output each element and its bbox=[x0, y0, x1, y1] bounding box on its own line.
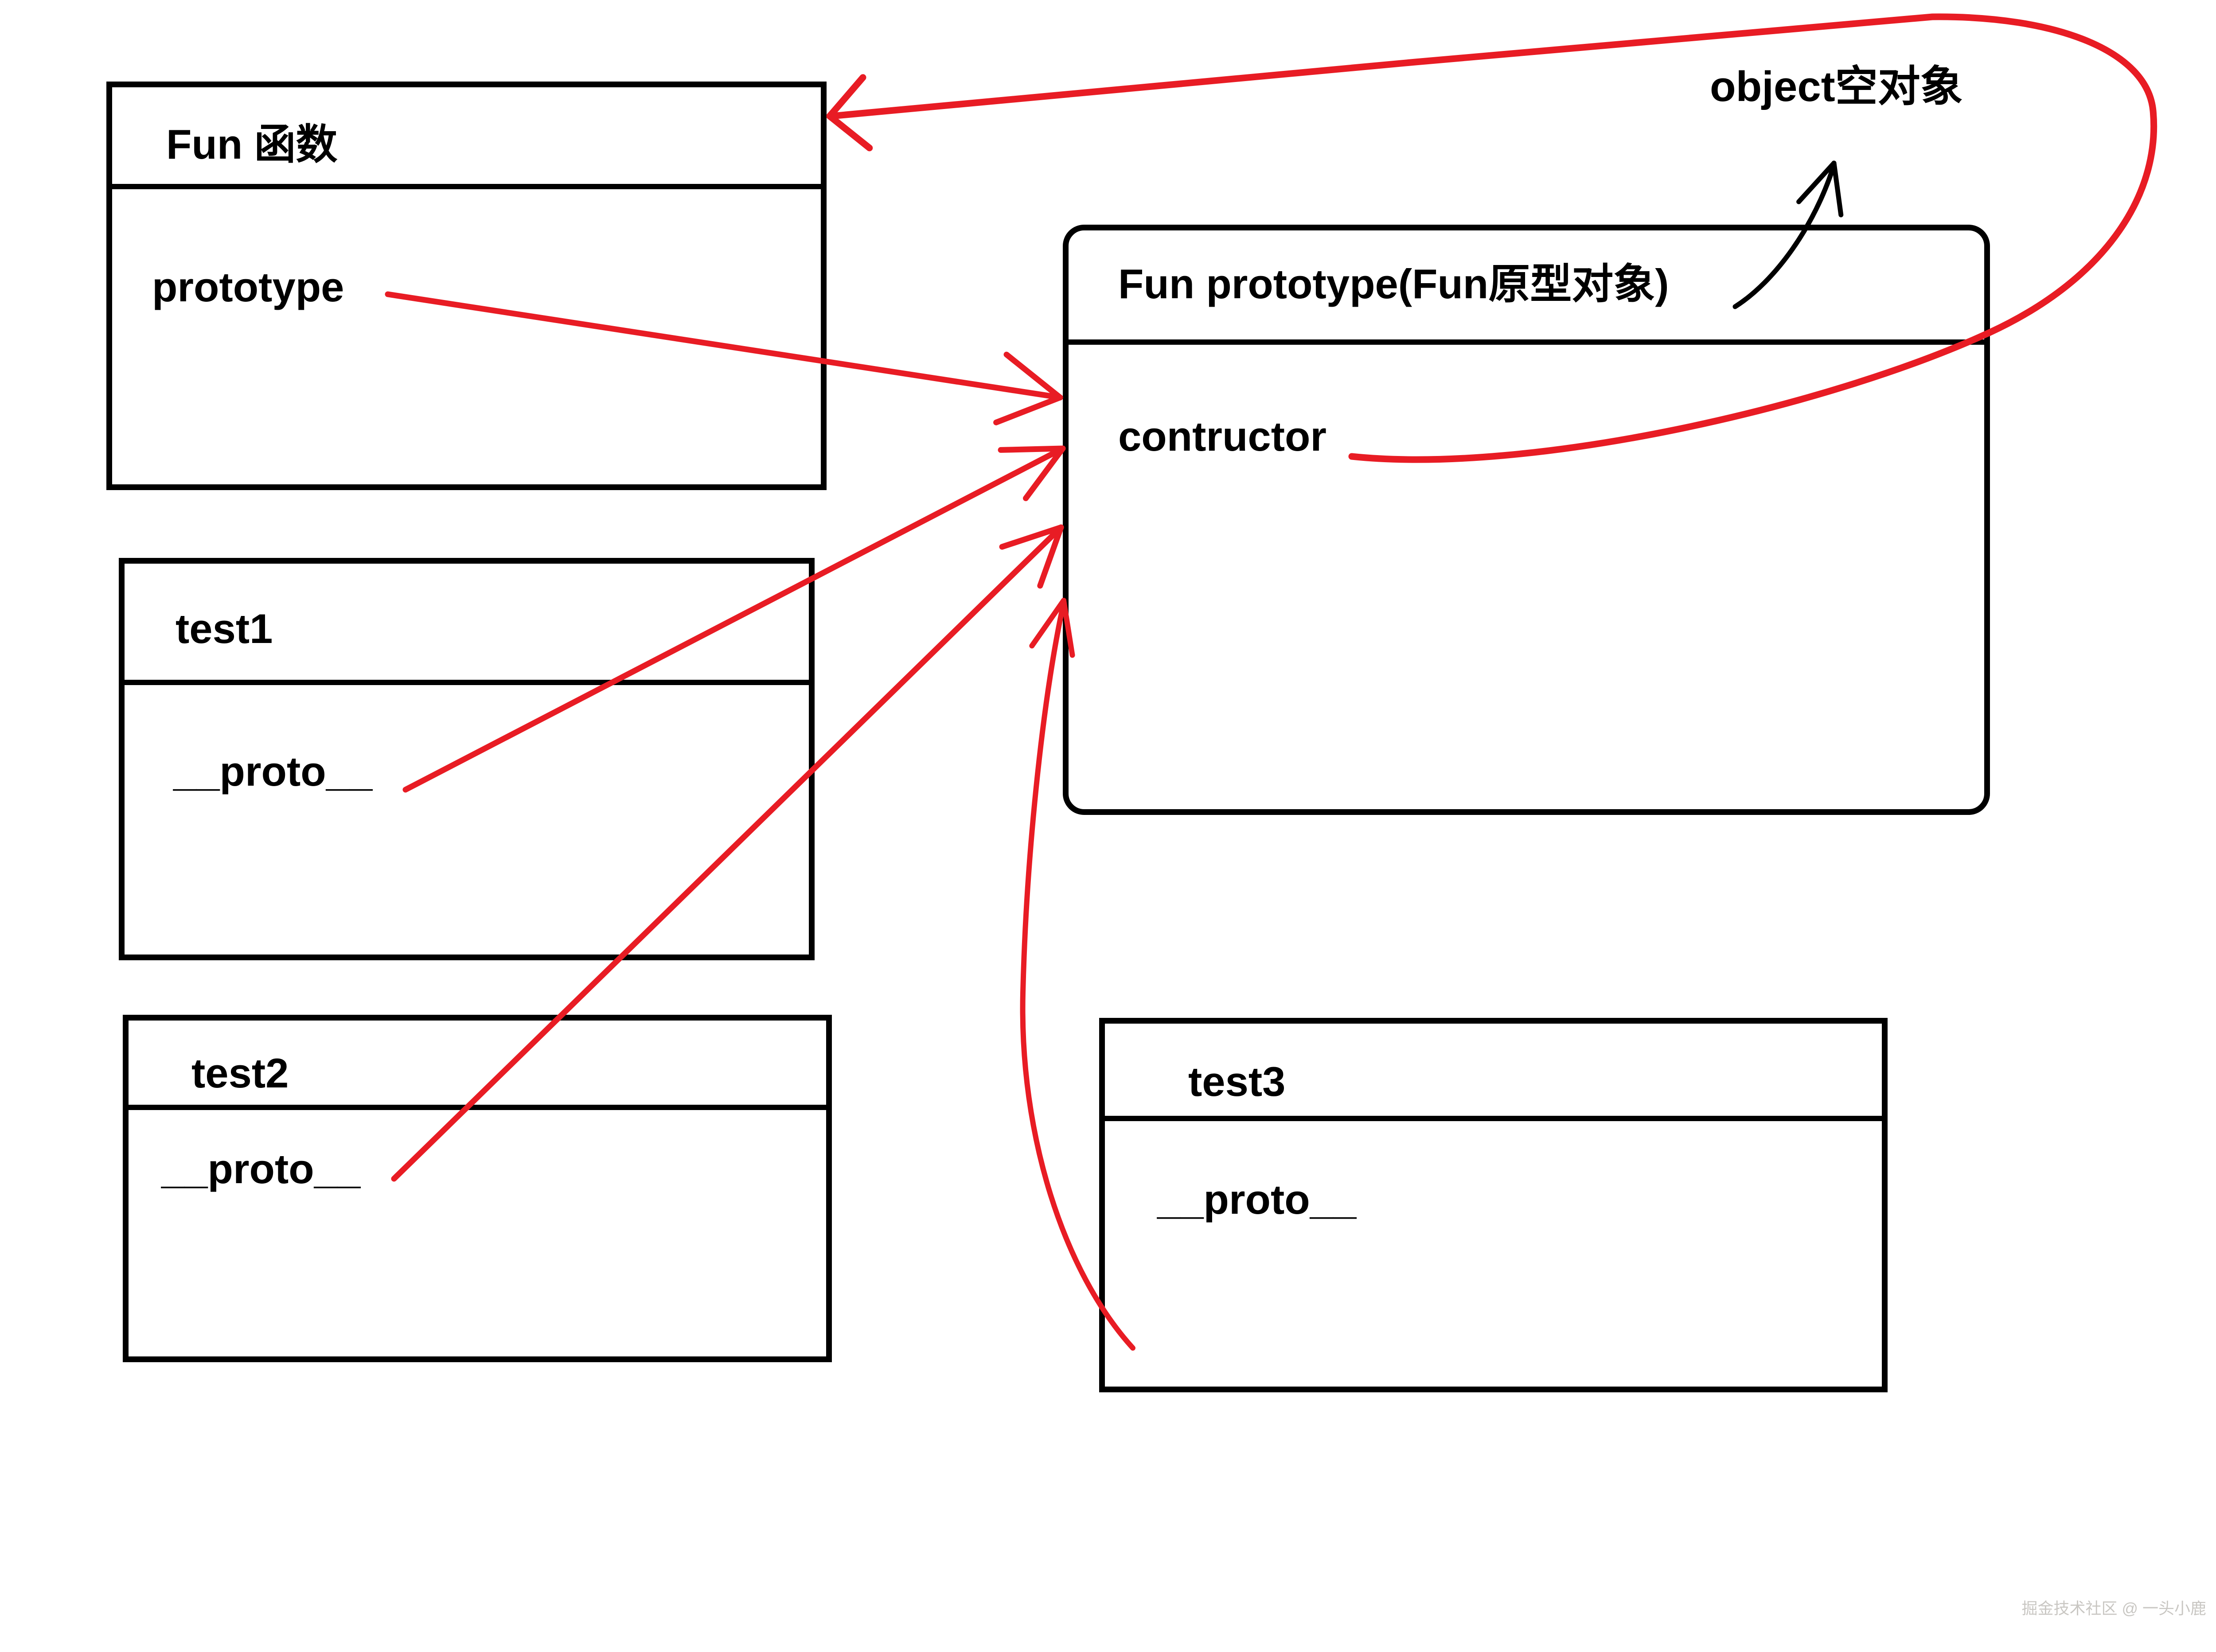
box-test3: test3 __proto__ bbox=[1099, 1018, 1888, 1392]
box-fun-prototype-object: Fun prototype(Fun原型对象) contructor bbox=[1063, 225, 1990, 815]
box-test2-property-proto: __proto__ bbox=[161, 1145, 361, 1192]
box-fun-prototype-property-contructor: contructor bbox=[1118, 413, 1326, 460]
box-test3-divider bbox=[1103, 1116, 1884, 1121]
box-test2-title: test2 bbox=[191, 1050, 289, 1096]
box-fun-property-prototype: prototype bbox=[152, 264, 344, 310]
arrow-contructor-to-fun-head bbox=[826, 74, 866, 120]
box-fun-function: Fun 函数 prototype bbox=[106, 82, 827, 490]
box-fun-title: Fun 函数 bbox=[166, 121, 338, 168]
arrow-prototype-to-fun-prototype-head bbox=[993, 394, 1063, 425]
arrow-fun-prototype-to-object-head bbox=[1796, 160, 1837, 204]
box-test1-title: test1 bbox=[176, 605, 273, 652]
box-test2-divider bbox=[127, 1105, 828, 1110]
box-fun-divider bbox=[110, 184, 823, 189]
arrow-fun-prototype-to-object-head bbox=[1831, 160, 1844, 218]
arrow-prototype-to-fun-prototype-head bbox=[1003, 351, 1063, 401]
box-test1-divider bbox=[123, 680, 811, 685]
box-test3-property-proto: __proto__ bbox=[1157, 1176, 1357, 1223]
arrow-test3-proto-to-fun-prototype-head bbox=[1029, 598, 1066, 649]
box-test3-title: test3 bbox=[1188, 1058, 1286, 1105]
arrow-test1-proto-to-fun-prototype-head bbox=[1023, 445, 1066, 501]
box-fun-prototype-divider bbox=[1067, 339, 1986, 345]
arrow-test2-proto-to-fun-prototype-head bbox=[999, 524, 1064, 550]
object-empty-object-label: object空对象 bbox=[1710, 63, 1963, 110]
box-test1: test1 __proto__ bbox=[119, 558, 815, 960]
arrow-test2-proto-to-fun-prototype-head bbox=[1037, 524, 1064, 589]
box-test2: test2 __proto__ bbox=[123, 1015, 832, 1362]
box-test1-property-proto: __proto__ bbox=[173, 748, 373, 795]
arrow-test1-proto-to-fun-prototype-head bbox=[998, 445, 1066, 453]
box-fun-prototype-title: Fun prototype(Fun原型对象) bbox=[1118, 261, 1669, 307]
arrow-contructor-to-fun-head bbox=[826, 113, 873, 152]
watermark-text: 掘金技术社区 @ 一头小鹿 bbox=[2021, 1599, 2206, 1617]
